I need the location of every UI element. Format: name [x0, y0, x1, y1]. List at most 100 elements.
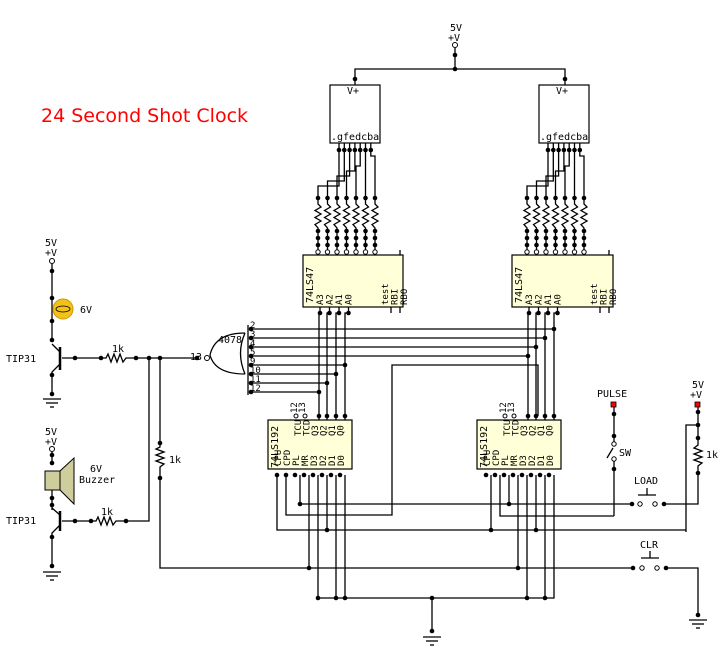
junction	[562, 195, 568, 201]
load-button[interactable]: LOAD	[629, 476, 667, 507]
svg-text:1k: 1k	[706, 450, 718, 461]
wire	[326, 307, 331, 420]
wire	[326, 143, 345, 200]
wire	[535, 143, 554, 200]
top-supply: 5V +V	[352, 23, 568, 85]
svg-text:5V: 5V	[45, 427, 57, 438]
junction	[524, 595, 530, 601]
switch-label: SW	[619, 448, 632, 459]
junction	[581, 195, 587, 201]
decoder-control-label: RBO	[400, 289, 410, 305]
supply-label: 5V	[450, 23, 462, 34]
svg-text:V+: V+	[556, 86, 568, 97]
wire	[342, 200, 351, 255]
lamp-icon	[52, 298, 74, 320]
counter-bottom-label: PL	[501, 455, 511, 466]
decoder-input-label: A0	[554, 294, 564, 305]
junction	[352, 147, 358, 153]
segment-wiring: gfedcbagfedcba	[313, 143, 590, 262]
counter-bottom-label: CPD	[492, 450, 502, 466]
gate-pin-number: 9	[250, 357, 255, 367]
wire	[361, 200, 370, 255]
wire	[351, 200, 361, 255]
junction	[551, 413, 557, 419]
svg-text:5V: 5V	[692, 380, 704, 391]
junction	[301, 472, 307, 478]
junction	[533, 413, 539, 419]
junction	[534, 242, 539, 248]
junction	[501, 472, 507, 478]
svg-text:+V: +V	[45, 437, 57, 448]
counter-bottom-label: D1	[537, 455, 547, 466]
decoder-control-label: test	[590, 283, 600, 305]
decoder-control-label: RBI	[391, 289, 401, 305]
pin-number: 12	[290, 402, 300, 413]
counter-bottom-label: D2	[528, 455, 538, 466]
pin	[552, 249, 559, 255]
junction	[315, 242, 321, 248]
wire	[370, 200, 380, 255]
junction	[562, 242, 568, 248]
junction	[336, 310, 342, 316]
counter-top-label: Q2	[529, 425, 539, 436]
junction	[363, 228, 368, 234]
svg-text:74LS192: 74LS192	[270, 426, 281, 468]
junction	[537, 472, 543, 478]
pin	[343, 249, 350, 255]
junction	[556, 147, 561, 153]
junction	[545, 310, 551, 316]
pin	[362, 249, 369, 255]
wire	[332, 200, 342, 255]
svg-text:74LS47: 74LS47	[514, 267, 525, 303]
junction	[325, 235, 330, 241]
junction	[297, 501, 303, 507]
junction	[566, 147, 572, 153]
svg-text:6V: 6V	[90, 464, 102, 475]
junction	[542, 335, 548, 341]
gate-pin-number: 10	[250, 366, 261, 376]
junction	[372, 242, 378, 248]
junction	[333, 413, 339, 419]
svg-text:CLR: CLR	[640, 540, 659, 551]
junction	[317, 310, 323, 316]
transistor-label: TIP31	[6, 354, 36, 365]
wire	[336, 143, 351, 200]
junction	[543, 195, 549, 201]
counter-bottom-label: MR	[301, 455, 311, 466]
clear-button[interactable]: CLR	[630, 540, 707, 629]
junction	[292, 472, 298, 478]
wire	[276, 475, 614, 531]
counter-bottom-label: D0	[546, 455, 556, 466]
decoder-input-label: A3	[525, 294, 535, 305]
junction	[534, 195, 539, 201]
decoder-input-label: A1	[544, 294, 554, 305]
junction	[363, 235, 368, 241]
counter-bottom-label: D3	[519, 455, 529, 466]
wire	[499, 475, 614, 517]
junction	[536, 310, 541, 316]
junction	[310, 472, 316, 478]
junction	[524, 195, 530, 201]
counter-top-label: TCD	[303, 420, 313, 436]
svg-text:.gfedcba: .gfedcba	[540, 132, 588, 143]
buzzer-icon	[44, 470, 61, 491]
pin	[511, 413, 517, 419]
wire	[544, 307, 549, 420]
junction	[553, 242, 558, 248]
junction	[368, 147, 374, 153]
junction	[577, 147, 583, 153]
junction	[319, 472, 325, 478]
junction	[553, 195, 558, 201]
junction	[353, 235, 359, 241]
pin	[533, 249, 540, 255]
junction	[324, 413, 330, 419]
counter-bottom-label: CPD	[283, 450, 293, 466]
pin	[353, 249, 359, 255]
wire	[553, 307, 559, 420]
counter-top-label: TCD	[512, 420, 522, 436]
junction	[363, 147, 368, 153]
decoder-input-label: A2	[535, 294, 545, 305]
junction	[525, 413, 531, 419]
